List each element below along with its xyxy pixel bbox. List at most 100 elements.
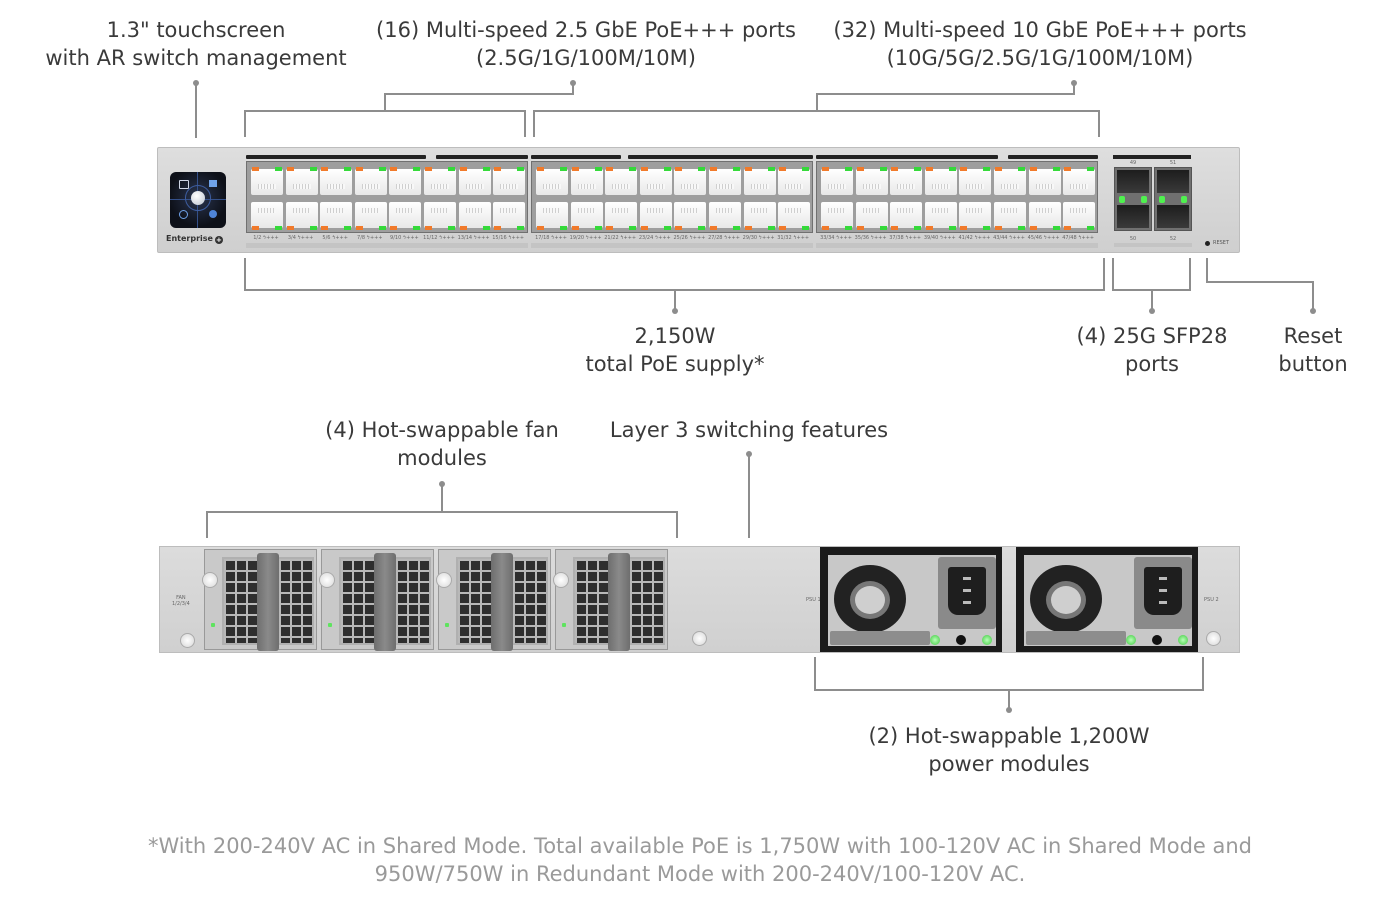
rj45-port[interactable] [924, 202, 957, 230]
sfp-port-50[interactable] [1117, 205, 1149, 228]
link-led-icon [594, 226, 602, 230]
rj45-port[interactable] [743, 202, 776, 230]
rj45-port[interactable] [994, 167, 1026, 195]
thumbscrew-icon[interactable] [202, 572, 218, 588]
reset-button[interactable] [1205, 241, 1210, 246]
rj45-port[interactable] [605, 167, 638, 195]
rj45-port[interactable] [743, 167, 776, 195]
rj45-port[interactable] [1063, 202, 1096, 230]
rj45-port[interactable] [674, 167, 707, 195]
psu-handle[interactable] [1026, 631, 1126, 645]
rj45-port[interactable] [821, 167, 853, 195]
activity-led-icon [252, 226, 259, 230]
touchscreen-display[interactable] [170, 172, 226, 228]
thumbscrew-icon[interactable] [319, 572, 335, 588]
rj45-port[interactable] [389, 202, 422, 230]
sfp-port-49[interactable] [1117, 170, 1149, 193]
rj45-port[interactable] [320, 202, 353, 230]
rj45-port[interactable] [639, 167, 672, 195]
rj45-port[interactable] [855, 202, 888, 230]
rj45-port[interactable] [458, 202, 491, 230]
rj45-port[interactable] [1028, 167, 1061, 195]
rj45-port[interactable] [1028, 202, 1061, 230]
fan-handle[interactable] [257, 553, 279, 651]
footnote-line: *With 200-240V AC in Shared Mode. Total … [147, 834, 1253, 858]
rj45-port[interactable] [994, 202, 1026, 230]
ac-inlet[interactable] [1134, 557, 1192, 629]
link-led-icon [448, 226, 455, 230]
rj45-port[interactable] [1063, 167, 1096, 195]
display-knob-icon [191, 191, 205, 205]
rj45-port[interactable] [959, 202, 992, 230]
link-led-icon [733, 226, 740, 230]
rj45-port[interactable] [890, 167, 923, 195]
rj45-port[interactable] [605, 202, 638, 230]
reset-leader [1206, 258, 1314, 311]
rj45-port[interactable] [536, 202, 568, 230]
rj45-port[interactable] [354, 167, 387, 195]
psu-handle[interactable] [830, 631, 930, 645]
fan-module-1[interactable] [202, 549, 317, 651]
port-label: 23/24 ϟ+++ [638, 235, 671, 241]
activity-led-icon [960, 167, 968, 171]
activity-led-icon [425, 226, 432, 230]
port-pins [1035, 208, 1054, 213]
activity-led-icon [1064, 226, 1072, 230]
rj45-port[interactable] [924, 167, 957, 195]
rj45-port[interactable] [285, 167, 318, 195]
link-led-icon [983, 226, 991, 230]
rj45-port[interactable] [493, 202, 526, 230]
rj45-port[interactable] [778, 167, 811, 195]
rj45-port[interactable] [424, 202, 456, 230]
rj45-port[interactable] [389, 167, 422, 195]
sfp-cage-51-52[interactable] [1154, 167, 1192, 231]
rj45-port[interactable] [458, 167, 491, 195]
link-led-icon [1052, 167, 1060, 171]
link-led-icon [802, 226, 810, 230]
thumbscrew-icon[interactable] [436, 572, 452, 588]
rj45-port[interactable] [674, 202, 707, 230]
rj45-port[interactable] [855, 167, 888, 195]
sfp-port-label: 50 [1129, 236, 1137, 242]
port-pins [361, 184, 380, 189]
fan-module-3[interactable] [436, 549, 551, 651]
rj45-port[interactable] [493, 167, 526, 195]
fan-label-line: FAN [176, 595, 186, 601]
rj45-port[interactable] [639, 202, 672, 230]
power-module-2[interactable] [1016, 547, 1198, 652]
activity-led-icon [571, 226, 579, 230]
thumbscrew-icon[interactable] [553, 572, 569, 588]
fan-module-4[interactable] [553, 549, 668, 651]
rj45-port[interactable] [536, 167, 568, 195]
rj45-port[interactable] [821, 202, 853, 230]
fan-handle[interactable] [374, 553, 396, 651]
port-pins [612, 184, 631, 189]
rj45-port[interactable] [778, 202, 811, 230]
rj45-port[interactable] [285, 202, 318, 230]
rj45-port[interactable] [709, 202, 741, 230]
sfp-port-51[interactable] [1157, 170, 1189, 193]
port-group-2-5g: 1/2 ϟ+++3/4 ϟ+++5/6 ϟ+++7/8 ϟ+++9/10 ϟ++… [246, 155, 528, 248]
ac-inlet[interactable] [938, 557, 996, 629]
port-label: 5/6 ϟ+++ [322, 235, 348, 241]
rj45-port[interactable] [890, 202, 923, 230]
sfp-port-52[interactable] [1157, 205, 1189, 228]
rj45-port[interactable] [570, 202, 603, 230]
fan-handle[interactable] [491, 553, 513, 651]
port-label: 35/36 ϟ+++ [854, 235, 887, 241]
rj45-port[interactable] [320, 167, 353, 195]
fan-module-2[interactable] [319, 549, 434, 651]
rj45-port[interactable] [959, 167, 992, 195]
sfp-cage-49-50[interactable] [1114, 167, 1152, 231]
ports-10g-leader [816, 83, 1075, 111]
rj45-port[interactable] [424, 167, 456, 195]
rj45-port[interactable] [570, 167, 603, 195]
rj45-port[interactable] [709, 167, 741, 195]
sfp-led-icon [1181, 196, 1187, 203]
rj45-port[interactable] [354, 202, 387, 230]
activity-led-icon [390, 226, 398, 230]
rj45-port[interactable] [251, 167, 283, 195]
power-module-1[interactable] [820, 547, 1002, 652]
rj45-port[interactable] [251, 202, 283, 230]
fan-handle[interactable] [608, 553, 630, 651]
